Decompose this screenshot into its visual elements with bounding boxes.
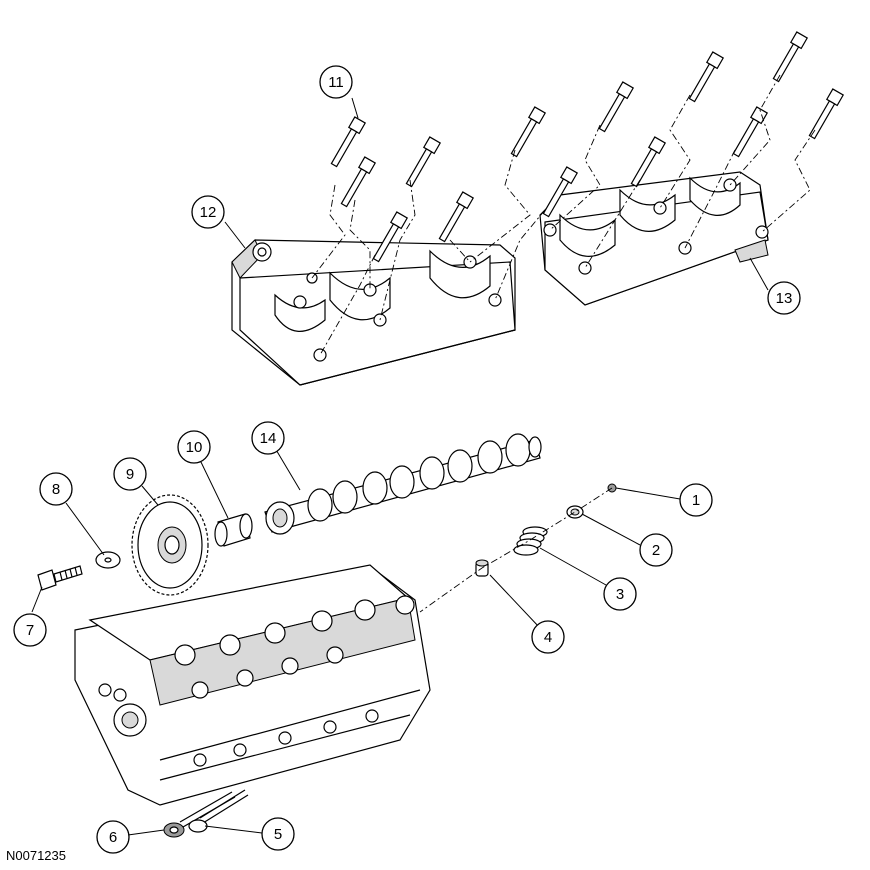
cylinder-head — [74, 564, 431, 806]
callout-label: 9 — [126, 466, 134, 483]
bolt — [510, 106, 547, 158]
bolt — [630, 136, 667, 188]
thrust-bearing — [214, 513, 253, 547]
bolt — [340, 156, 377, 208]
callout-3: 3 — [603, 577, 637, 611]
sprocket-bolt — [37, 565, 83, 591]
callout-9: 9 — [113, 457, 147, 491]
callout-label: 10 — [186, 439, 203, 456]
callout-6: 6 — [96, 820, 130, 854]
callout-8: 8 — [39, 472, 73, 506]
valve-spring — [513, 526, 548, 556]
valve-seat — [163, 822, 185, 838]
bolt — [372, 211, 409, 263]
callout-11: 11 — [319, 65, 353, 99]
bolt — [772, 31, 809, 83]
callout-label: 6 — [109, 829, 117, 846]
bolt — [330, 116, 367, 168]
callout-label: 4 — [544, 629, 552, 646]
callout-label: 1 — [692, 492, 700, 509]
callout-label: 7 — [26, 622, 34, 639]
bolt — [808, 88, 845, 140]
bolt — [542, 166, 579, 218]
callout-label: 11 — [328, 74, 344, 91]
bolt — [598, 81, 635, 133]
callout-4: 4 — [531, 620, 565, 654]
leader-lines — [31, 97, 769, 836]
callout-10: 10 — [177, 430, 211, 464]
callout-label: 5 — [274, 826, 282, 843]
callout-label: 3 — [616, 586, 624, 603]
spring-retainer — [566, 505, 584, 519]
bearing-cap-assembly-right — [539, 171, 769, 306]
camshaft-sprocket — [131, 494, 209, 596]
callout-2: 2 — [639, 533, 673, 567]
callout-label: 2 — [652, 542, 660, 559]
bolt — [438, 191, 475, 243]
bearing-cap-assembly-left — [231, 239, 516, 386]
bolt — [405, 136, 442, 188]
bolt-group — [330, 31, 845, 263]
callout-1: 1 — [679, 483, 713, 517]
camshaft — [264, 433, 542, 535]
valve-seal — [475, 559, 489, 577]
figure-id-label: N0071235 — [6, 848, 66, 863]
callout-label: 12 — [200, 204, 217, 221]
callout-label: 13 — [776, 290, 793, 307]
alignment-lines — [311, 74, 816, 356]
callout-7: 7 — [13, 613, 47, 647]
callout-5: 5 — [261, 817, 295, 851]
callout-label: 14 — [260, 430, 277, 447]
washer — [95, 551, 121, 569]
valves — [179, 789, 249, 833]
callout-13: 13 — [767, 281, 801, 315]
callout-12: 12 — [191, 195, 225, 229]
callout-label: 8 — [52, 481, 60, 498]
callout-14: 14 — [251, 421, 285, 455]
bolt — [688, 51, 725, 103]
